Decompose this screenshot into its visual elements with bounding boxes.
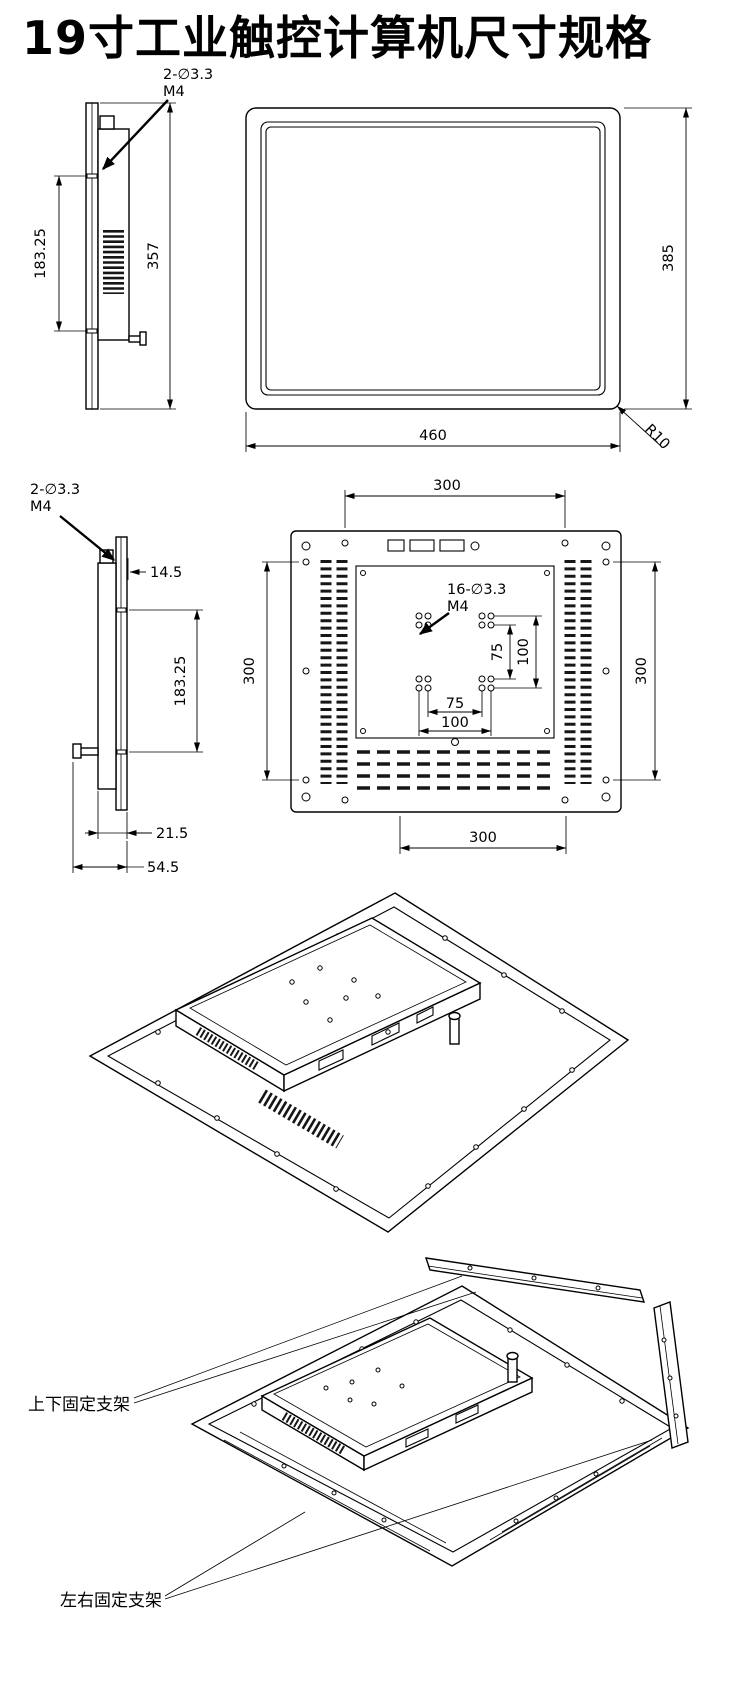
mount-hole-bottom <box>86 328 98 334</box>
exp-bottom-rail <box>489 1437 663 1541</box>
exp-chassis-box <box>260 1317 534 1472</box>
rear-panel <box>290 530 622 813</box>
iso-box-vents <box>195 1027 261 1071</box>
dim-label-357: 357 <box>146 242 162 270</box>
leader-side-bracket-1 <box>164 1511 306 1597</box>
leader-top-bracket-1 <box>133 1275 463 1399</box>
front-view <box>245 107 621 410</box>
side-view-mid <box>72 536 128 811</box>
label-left-right-bracket: 左右固定支架 <box>60 1591 162 1611</box>
vesa-callout-arrow <box>418 612 450 635</box>
exp-top-bracket <box>424 1257 646 1303</box>
dim-label-300-left: 300 <box>242 657 258 685</box>
exp-connector-1 <box>405 1428 429 1448</box>
dim-label-r10: R10 <box>641 422 672 453</box>
vesa-callout-text: 16-∅3.3 <box>447 582 506 598</box>
dim-label-100-v: 100 <box>516 638 532 666</box>
iso-connector-2 <box>371 1022 400 1046</box>
side-panel-flange-2 <box>115 536 128 811</box>
page-title: 19寸工业触控计算机尺寸规格 <box>22 11 653 65</box>
dim-body-depth: 21.5 <box>85 791 188 842</box>
dim-overall-depth: 54.5 <box>72 762 179 876</box>
callout-vesa-holes: 16-∅3.3 M4 <box>418 582 506 635</box>
isometric-view <box>88 892 630 1233</box>
dim-label-460: 460 <box>419 428 447 444</box>
callout-side-mid-holes: 2-∅3.3 M4 <box>30 482 116 561</box>
dim-rear-right: 300 <box>613 561 661 781</box>
front-outer-frame <box>245 107 621 410</box>
dim-label-14-5: 14.5 <box>150 565 182 581</box>
mount-hole-bottom-2 <box>116 749 127 755</box>
front-screen <box>265 126 601 391</box>
callout-side-top-holes: 2-∅3.3 M4 <box>102 67 213 170</box>
callout-text-m4-2: M4 <box>30 499 52 515</box>
exp-left-rail <box>223 1431 447 1552</box>
dim-label-300-right: 300 <box>634 657 650 685</box>
dim-label-75-h: 75 <box>446 696 464 712</box>
dim-front-width: 460 <box>245 412 621 452</box>
exp-antenna-tip <box>506 1351 519 1361</box>
dim-label-21-5: 21.5 <box>156 826 188 842</box>
exp-box-screws <box>323 1367 405 1407</box>
callout-arrow-2 <box>59 515 116 561</box>
iso-antenna <box>449 1017 460 1045</box>
exploded-view: 上下固定支架 左右固定支架 <box>28 1257 690 1611</box>
leader-side-bracket-2 <box>164 1439 653 1600</box>
side-view-top <box>85 102 147 410</box>
side-antenna-knob-2 <box>72 743 82 759</box>
dim-label-183-25: 183.25 <box>33 228 49 279</box>
iso-antenna-tip <box>448 1011 461 1021</box>
side-chassis-2 <box>97 562 117 790</box>
exp-antenna <box>507 1357 518 1383</box>
dim-rear-top: 300 <box>344 478 566 528</box>
dim-rear-left: 300 <box>242 561 299 781</box>
side-antenna-2 <box>79 747 99 756</box>
rear-top-connectors <box>387 539 480 552</box>
side-chassis <box>97 128 130 341</box>
side-top-stub <box>99 115 115 130</box>
corner-radius-callout: R10 <box>616 405 673 453</box>
vesa-plate-screws <box>360 570 550 746</box>
iso-chassis-box <box>174 917 482 1093</box>
iso-panel-vents <box>258 1089 344 1149</box>
callout-text: 2-∅3.3 <box>163 67 213 83</box>
vesa-callout-text-m4: M4 <box>447 599 469 615</box>
dim-vesa-75-vertical: 75 <box>490 624 516 680</box>
dim-overall-height: 357 <box>100 102 176 410</box>
mount-hole-top <box>86 173 98 179</box>
dim-panel-depth: 14.5 <box>127 558 182 581</box>
exp-connector-2 <box>455 1404 479 1424</box>
dim-label-300-bottom: 300 <box>469 830 497 846</box>
dim-label-385: 385 <box>661 244 677 272</box>
iso-connector-3 <box>416 1006 434 1024</box>
exp-right-bracket <box>653 1301 689 1449</box>
dim-label-54-5: 54.5 <box>147 860 179 876</box>
callout-text-2: 2-∅3.3 <box>30 482 80 498</box>
dim-label-183-25-2: 183.25 <box>173 656 189 707</box>
dim-label-75-v: 75 <box>490 643 506 661</box>
dim-hole-spacing-mid: 183.25 <box>129 609 203 753</box>
iso-box-screws <box>289 965 391 1035</box>
iso-panel-outer <box>88 892 630 1233</box>
dim-vesa-75-horizontal: 75 <box>427 691 483 717</box>
callout-text-m4: M4 <box>163 84 185 100</box>
rear-corner-holes <box>301 539 611 804</box>
dim-label-100-h: 100 <box>441 715 469 731</box>
callout-arrow <box>102 99 169 170</box>
dim-vesa-100-horizontal: 100 <box>418 691 492 736</box>
iso-connector-1 <box>318 1049 344 1071</box>
side-antenna-knob <box>139 331 147 346</box>
dim-label-300-top: 300 <box>433 478 461 494</box>
front-bezel-outer <box>260 121 606 396</box>
dim-rear-bottom: 300 <box>399 816 567 854</box>
mount-hole-top-2 <box>116 607 127 613</box>
dim-front-height: 385 <box>624 107 692 410</box>
dim-vesa-100-vertical: 100 <box>494 615 542 689</box>
dim-hole-spacing-top: 183.25 <box>33 175 86 332</box>
exp-box-vents <box>281 1412 347 1455</box>
leader-top-bracket-2 <box>133 1291 477 1404</box>
label-top-bottom-bracket: 上下固定支架 <box>28 1395 130 1415</box>
rear-view <box>290 530 622 813</box>
